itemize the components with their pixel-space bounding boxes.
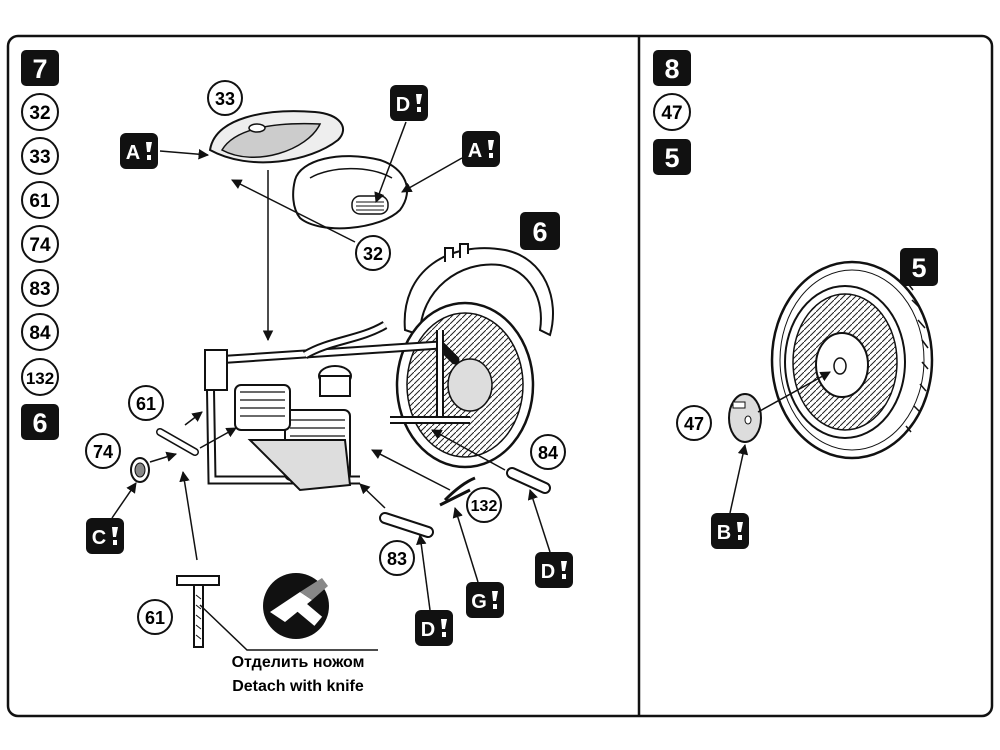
paint-drop-icon [488,140,494,158]
callout-47: 47 [684,414,704,434]
callout-83: 83 [387,549,407,569]
svg-text:D: D [541,561,555,583]
from-step-6-badge: 6 [21,404,59,440]
paint-marker-a-left: A [120,133,158,169]
callout-33-circle [207,80,243,116]
callout-132: 132 [471,498,498,515]
callout-32: 32 [363,244,383,264]
part-47-list-label: 47 [661,103,682,124]
assembly-badge-5: 5 [900,248,938,286]
svg-text:6: 6 [532,217,547,247]
paint-drop-icon [561,561,567,579]
callout-47-circle [676,405,712,441]
callout-61-sprue: 61 [145,608,165,628]
paint-marker-d-bottom: D [415,610,453,646]
knife-cut-icon [263,573,329,639]
paint-drop-icon [416,94,422,112]
part-83-label: 83 [29,279,50,300]
step-7-badge: 7 [21,50,59,86]
fuel-tank-right-half [292,155,409,230]
callout-61: 61 [136,394,156,414]
svg-text:D: D [396,94,410,116]
part-33-label: 33 [29,147,50,168]
callout-33: 33 [215,89,235,109]
paint-marker-b: B [711,513,749,549]
motorcycle-frame-assembly [204,243,554,492]
knife-note-leader [199,604,378,651]
callout-84-circle [530,434,566,470]
part-132-clip [439,476,476,507]
step-8-number: 8 [664,54,679,84]
svg-text:5: 5 [664,143,679,173]
part-84-label: 84 [29,323,51,344]
part-32-label: 32 [29,103,50,124]
paint-marker-d-top: D [390,85,428,121]
part-47-list-circle [653,93,691,131]
paint-drop-icon [492,591,498,609]
knife-note-en: Detach with knife [232,678,364,695]
paint-drop-icon [112,527,118,545]
front-wheel [770,260,934,460]
part-74-hub [130,457,150,483]
callout-74-circle [85,433,121,469]
callout-61-circle [128,385,164,421]
part-74-label: 74 [29,235,51,256]
paint-marker-d-right: D [535,552,573,588]
part-61-rod [156,428,199,456]
paint-marker-g: G [466,582,504,618]
from-step-5-badge: 5 [653,139,691,175]
svg-text:B: B [717,522,731,544]
paint-marker-a-right: A [462,131,500,167]
svg-text:G: G [471,591,487,613]
step-7-number: 7 [32,54,47,84]
part-132-label: 132 [26,369,54,388]
svg-text:5: 5 [911,253,926,283]
callout-32-circle [355,235,391,271]
callout-61-sprue-circle [137,599,173,635]
svg-text:A: A [126,142,140,164]
callout-84: 84 [538,443,558,463]
callout-132-circle [466,487,502,523]
svg-text:A: A [468,140,482,162]
svg-text:6: 6 [32,408,47,438]
paint-drop-icon [737,522,743,540]
svg-text:C: C [92,527,106,549]
callout-83-circle [379,540,415,576]
fuel-tank-left-half [208,110,344,164]
paint-marker-c: C [86,518,124,554]
assembly-badge-6: 6 [520,212,560,250]
knife-note-ru: Отделить ножом [232,654,365,671]
part-61-label: 61 [29,191,51,212]
step-8-badge: 8 [653,50,691,86]
paint-drop-icon [146,142,152,160]
part-47-cover [728,393,762,443]
paint-drop-icon [441,619,447,637]
part-84-lever [506,467,551,494]
part-83-lever [379,512,434,538]
sprue-part-61 [176,575,220,648]
svg-text:D: D [421,619,435,641]
part-list-left: 32 33 61 74 83 84 132 [21,93,59,396]
callout-74: 74 [93,442,113,462]
